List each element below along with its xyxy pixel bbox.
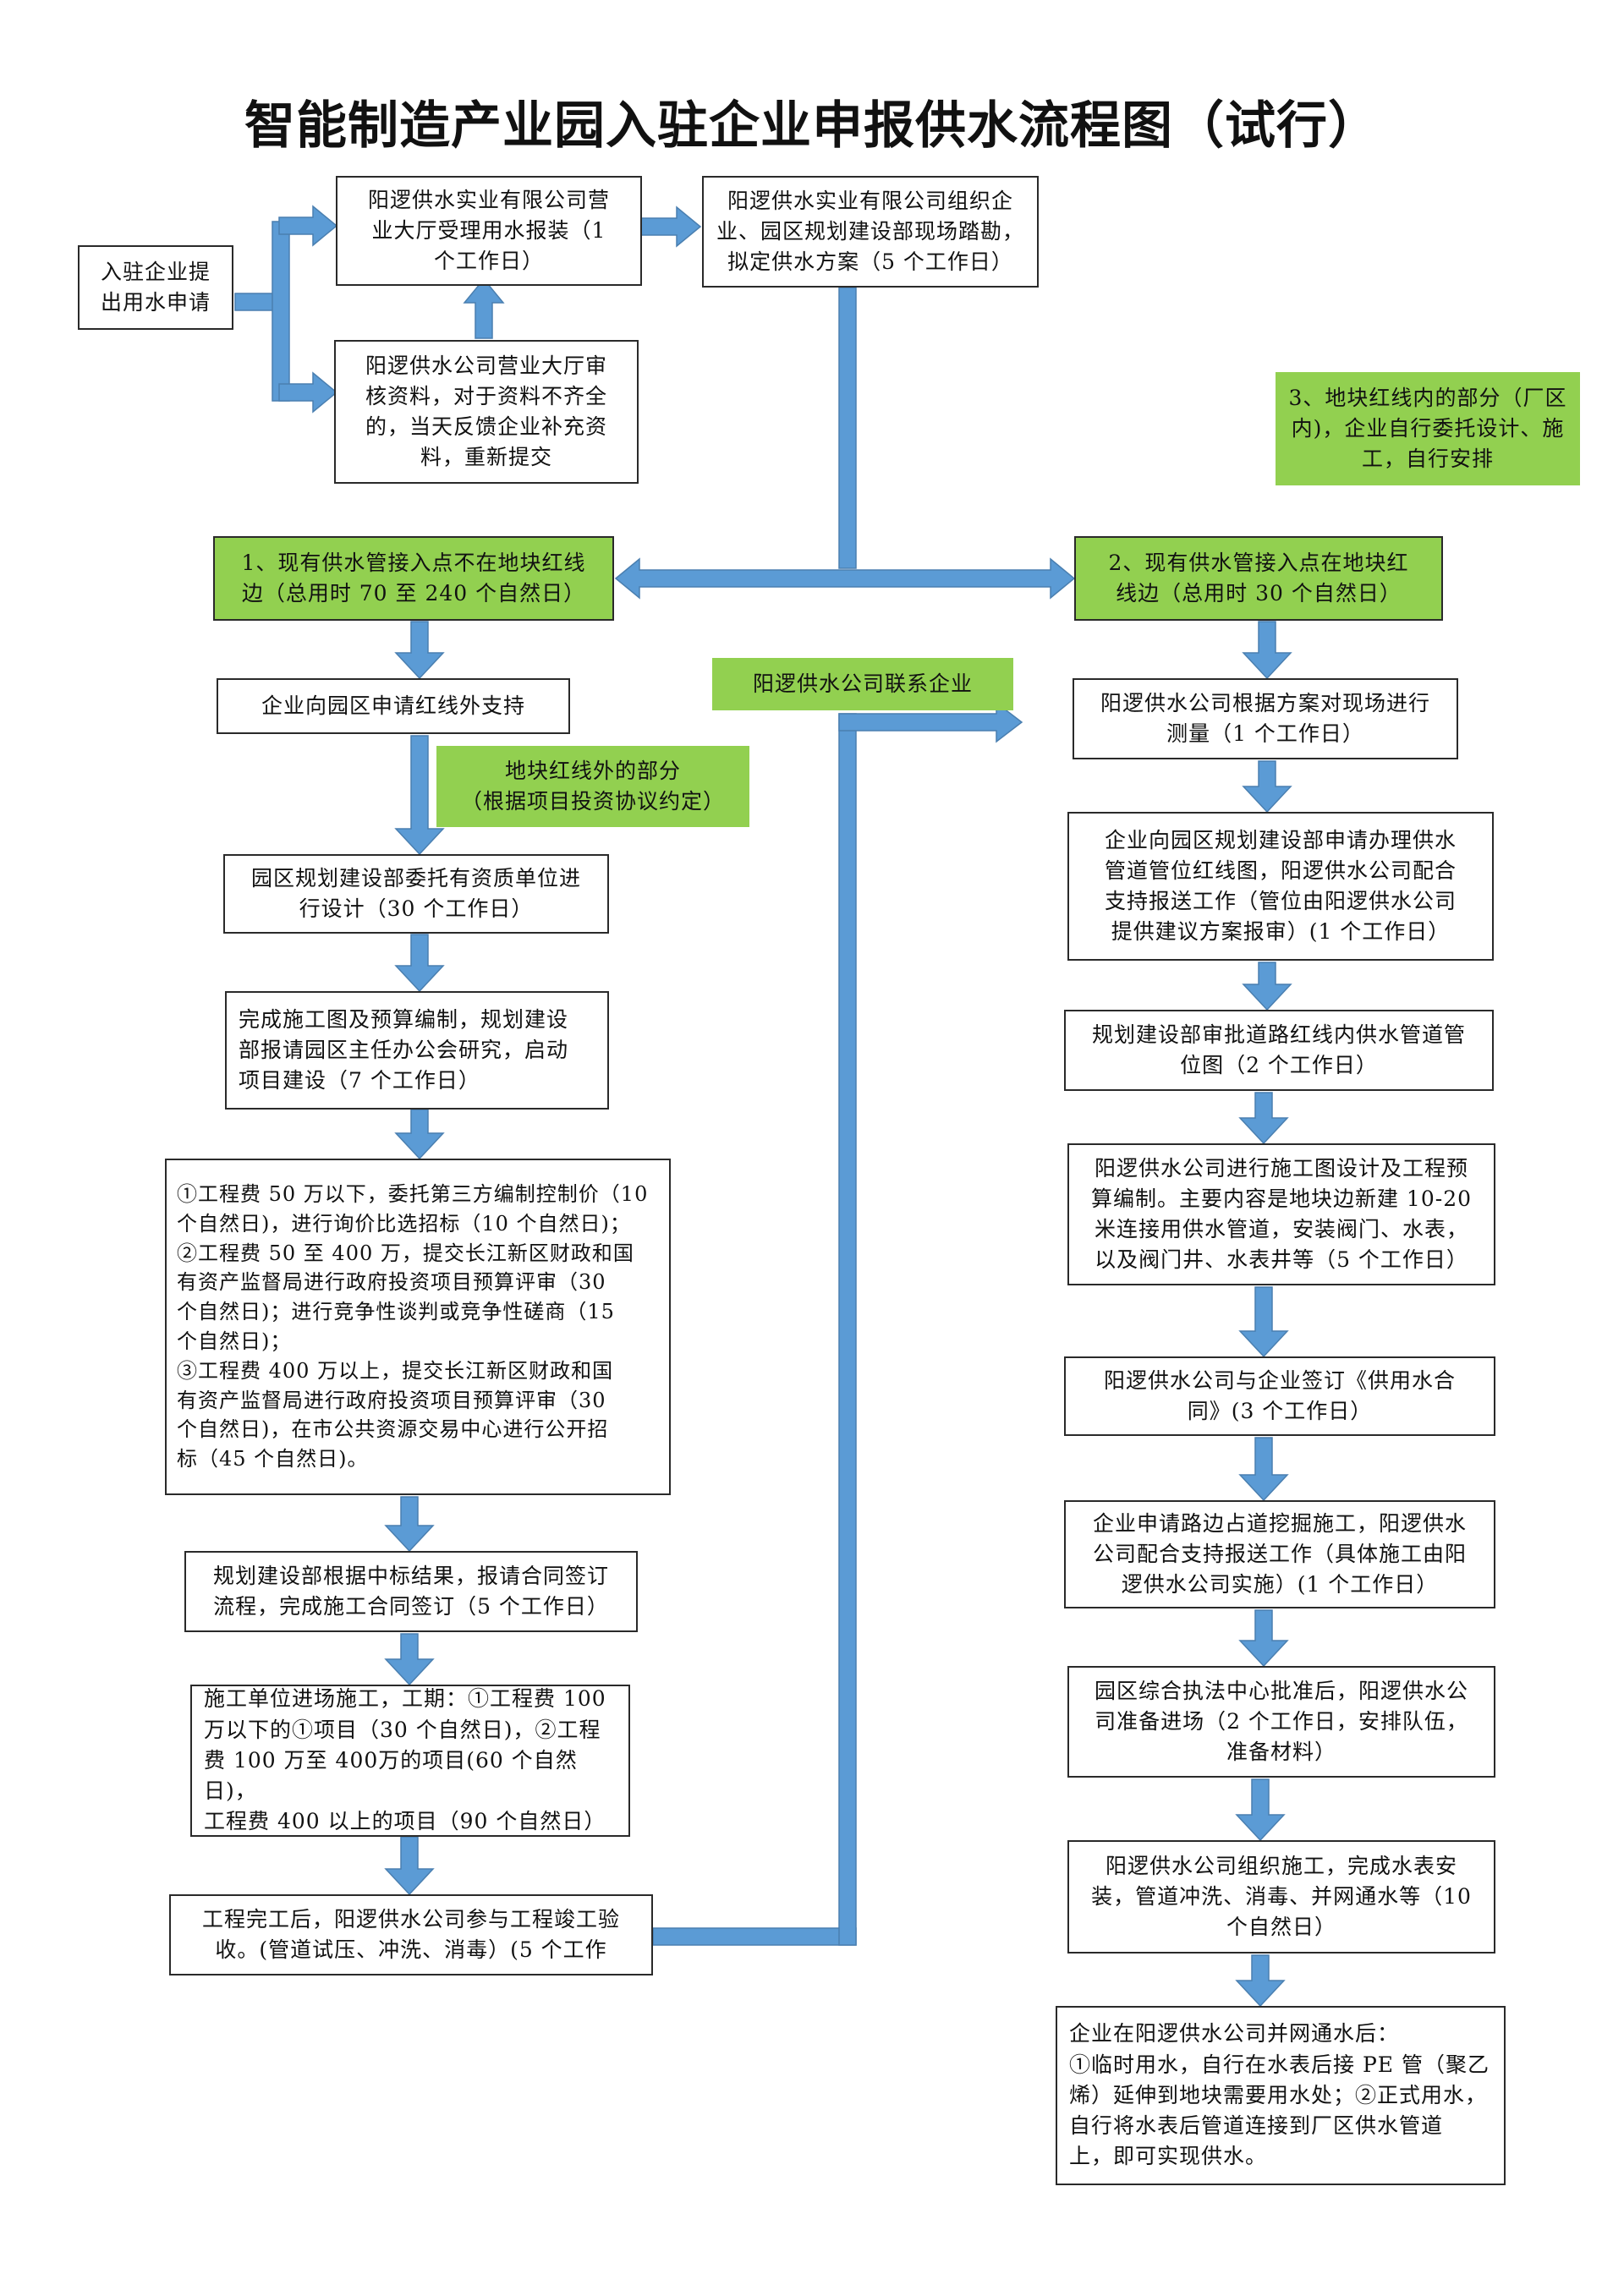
- arrow-return-to-r1: [838, 701, 1023, 743]
- contact-enterprise-text: 阳逻供水公司联系企业: [752, 671, 973, 696]
- left-step-2: 园区规划建设部委托有资质单位进 行设计（30 个工作日）: [223, 854, 609, 934]
- arrow-to-review: [278, 371, 338, 414]
- left-step-5: 规划建设部根据中标结果，报请合同签订 流程，完成施工合同签订（5 个工作日）: [184, 1551, 638, 1632]
- right-step-9-text: 企业在阳逻供水公司并网通水后： ①临时用水，自行在水表后接 PE 管（聚乙 烯）…: [1069, 2021, 1490, 2169]
- right-step-2-text: 企业向园区规划建设部申请办理供水 管道管位红线图，阳逻供水公司配合 支持报送工作…: [1104, 827, 1457, 945]
- left-step-1: 企业向园区申请红线外支持: [217, 678, 570, 734]
- review-text: 阳逻供水公司营业大厅审 核资料，对于资料不齐全 的，当天反馈企业补充资 料，重新…: [365, 353, 607, 470]
- left-step-6: 施工单位进场施工，工期：①工程费 100 万以下的①项目（30 个自然日)，②工…: [190, 1685, 630, 1837]
- outside-redline-note: 地块红线外的部分 （根据项目投资协议约定）: [436, 746, 749, 827]
- arrow-left-s5-s6: [384, 1633, 435, 1686]
- contact-enterprise-note: 阳逻供水公司联系企业: [712, 658, 1013, 710]
- left-step-3-text: 完成施工图及预算编制，规划建设 部报请园区主任办公会研究，启动 项目建设（7 个…: [239, 1006, 569, 1093]
- review-box: 阳逻供水公司营业大厅审 核资料，对于资料不齐全 的，当天反馈企业补充资 料，重新…: [334, 340, 639, 484]
- arrow-bracket-vertical: [272, 221, 290, 402]
- arrow-left-s2-s3: [394, 934, 445, 993]
- left-step-3: 完成施工图及预算编制，规划建设 部报请园区主任办公会研究，启动 项目建设（7 个…: [225, 991, 609, 1110]
- page-title: 智能制造产业园入驻企业申报供水流程图（试行）: [244, 96, 1380, 156]
- left-step-5-text: 规划建设部根据中标结果，报请合同签订 流程，完成施工合同签订（5 个工作日）: [212, 1563, 609, 1619]
- accept-text: 阳逻供水实业有限公司营 业大厅受理用水报装（1 个工作日）: [367, 187, 610, 274]
- left-step-6-text: 施工单位进场施工，工期：①工程费 100 万以下的①项目（30 个自然日)，②工…: [204, 1686, 606, 1834]
- arrow-right-r2-r3: [1242, 962, 1292, 1011]
- right-step-2: 企业向园区规划建设部申请办理供水 管道管位红线图，阳逻供水公司配合 支持报送工作…: [1067, 812, 1494, 961]
- inner-part-text: 3、地块红线内的部分（厂区 内)，企业自行委托设计、施 工，自行安排: [1288, 385, 1567, 472]
- arrow-right-r5-r6: [1238, 1437, 1289, 1502]
- branch-left-header: 1、现有供水管接入点不在地块红线 边（总用时 70 至 240 个自然日）: [213, 536, 614, 621]
- apply-text: 入驻企业提 出用水申请: [100, 259, 211, 315]
- survey-text: 阳逻供水实业有限公司组织企 业、园区规划建设部现场踏勘， 拟定供水方案（5 个工…: [716, 188, 1024, 275]
- right-step-1: 阳逻供水公司根据方案对现场进行 测量（1 个工作日）: [1073, 678, 1458, 759]
- arrow-left-s3-s4: [394, 1109, 445, 1160]
- apply-box: 入驻企业提 出用水申请: [78, 245, 233, 330]
- left-step-4-text: ①工程费 50 万以下，委托第三方编制控制价（10 个自然日)，进行询价比选招标…: [177, 1182, 649, 1471]
- arrow-accept-to-survey: [640, 205, 702, 248]
- left-step-7: 工程完工后，阳逻供水公司参与工程竣工验 收。(管道试压、冲洗、消毒）(5 个工作: [169, 1894, 653, 1975]
- left-step-4: ①工程费 50 万以下，委托第三方编制控制价（10 个自然日)，进行询价比选招标…: [165, 1159, 671, 1495]
- right-step-1-text: 阳逻供水公司根据方案对现场进行 测量（1 个工作日）: [1100, 690, 1430, 746]
- branch-left-text: 1、现有供水管接入点不在地块红线 边（总用时 70 至 240 个自然日）: [241, 550, 586, 606]
- right-step-4-text: 阳逻供水公司进行施工图设计及工程预 算编制。主要内容是地块边新建 10-20 米…: [1090, 1155, 1473, 1273]
- arrow-right-b-r1: [1242, 621, 1292, 680]
- arrow-right-r8-r9: [1235, 1954, 1286, 2008]
- right-step-6: 企业申请路边占道挖掘施工，阳逻供水 公司配合支持报送工作（具体施工由阳 逻供水公…: [1064, 1500, 1495, 1608]
- right-step-5: 阳逻供水公司与企业签订《供用水合 同》(3 个工作日）: [1064, 1356, 1495, 1436]
- arrow-right-r1-r2: [1242, 760, 1292, 814]
- arrow-left-b-s1: [394, 621, 445, 680]
- right-step-7: 园区综合执法中心批准后，阳逻供水公 司准备进场（2 个工作日，安排队伍， 准备材…: [1067, 1666, 1495, 1778]
- inner-part-note: 3、地块红线内的部分（厂区 内)，企业自行委托设计、施 工，自行安排: [1276, 372, 1580, 485]
- arrow-right-r7-r8: [1235, 1778, 1286, 1842]
- arrow-left-s6-s7: [384, 1836, 435, 1896]
- arrow-left-s4-s5: [384, 1496, 435, 1553]
- branch-right-text: 2、现有供水管接入点在地块红 线边（总用时 30 个自然日）: [1108, 550, 1409, 606]
- right-step-9: 企业在阳逻供水公司并网通水后： ①临时用水，自行在水表后接 PE 管（聚乙 烯）…: [1056, 2006, 1506, 2185]
- survey-box: 阳逻供水实业有限公司组织企 业、园区规划建设部现场踏勘， 拟定供水方案（5 个工…: [702, 176, 1039, 288]
- arrow-right-r4-r5: [1238, 1286, 1289, 1358]
- left-step-2-text: 园区规划建设部委托有资质单位进 行设计（30 个工作日）: [250, 865, 581, 921]
- arrow-survey-stem: [838, 287, 857, 569]
- accept-box: 阳逻供水实业有限公司营 业大厅受理用水报装（1 个工作日）: [336, 176, 642, 286]
- arrow-right-r6-r7: [1238, 1609, 1289, 1668]
- right-step-3-text: 规划建设部审批道路红线内供水管道管 位图（2 个工作日）: [1091, 1022, 1466, 1077]
- arrow-right-r3-r4: [1238, 1092, 1289, 1145]
- right-step-6-text: 企业申请路边占道挖掘施工，阳逻供水 公司配合支持报送工作（具体施工由阳 逻供水公…: [1092, 1510, 1467, 1597]
- left-step-7-text: 工程完工后，阳逻供水公司参与工程竣工验 收。(管道试压、冲洗、消毒）(5 个工作: [201, 1906, 620, 1962]
- branch-right-header: 2、现有供水管接入点在地块红 线边（总用时 30 个自然日）: [1074, 536, 1443, 621]
- outside-redline-text: 地块红线外的部分 （根据项目投资协议约定）: [460, 758, 725, 814]
- arrow-left-s1-s2: [394, 735, 445, 856]
- right-step-4: 阳逻供水公司进行施工图设计及工程预 算编制。主要内容是地块边新建 10-20 米…: [1067, 1143, 1495, 1285]
- arrow-review-to-accept: [463, 277, 505, 339]
- left-step-1-text: 企业向园区申请红线外支持: [261, 693, 525, 718]
- arrow-to-accept: [278, 205, 338, 247]
- right-step-7-text: 园区综合执法中心批准后，阳逻供水公 司准备进场（2 个工作日，安排队伍， 准备材…: [1094, 1678, 1468, 1765]
- right-step-3: 规划建设部审批道路红线内供水管道管 位图（2 个工作日）: [1064, 1010, 1494, 1091]
- arrow-return-vertical: [838, 713, 857, 1946]
- right-step-8: 阳逻供水公司组织施工，完成水表安 装，管道冲洗、消毒、并网通水等（10 个自然日…: [1067, 1840, 1495, 1954]
- right-step-8-text: 阳逻供水公司组织施工，完成水表安 装，管道冲洗、消毒、并网通水等（10 个自然日…: [1091, 1853, 1472, 1940]
- right-step-5-text: 阳逻供水公司与企业签订《供用水合 同》(3 个工作日）: [1103, 1367, 1456, 1423]
- arrow-return-horizontal: [652, 1927, 857, 1946]
